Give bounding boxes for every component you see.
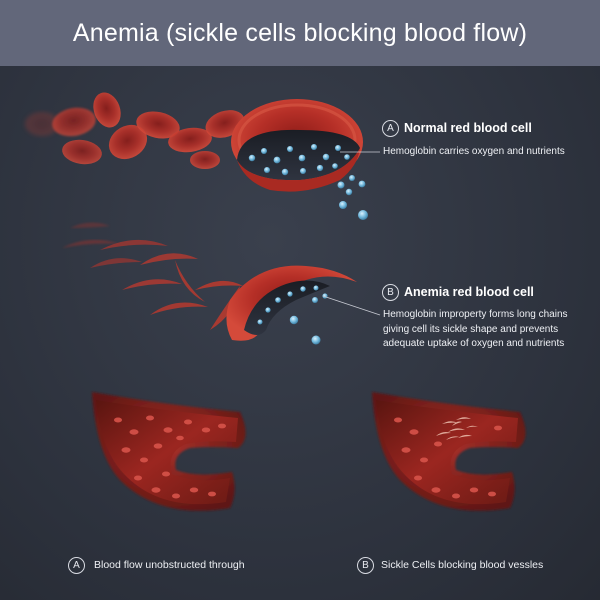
anemia-cell-heading: Anemia red blood cell: [404, 285, 534, 299]
sickle-cell-stream: [62, 222, 243, 330]
caption-badge-b: B: [357, 557, 374, 574]
caption-blocked: Sickle Cells blocking blood vessles: [381, 559, 544, 571]
caption-unobstructed: Blood flow unobstructed through: [94, 559, 245, 571]
vessel-unobstructed: [92, 392, 246, 511]
description-line: Hemoglobin improperty forms long chains: [383, 309, 568, 320]
sickle-red-blood-cell: [226, 265, 357, 345]
badge-b: B: [382, 284, 399, 301]
normal-red-blood-cell: [231, 99, 368, 220]
pointer-line-b: [322, 295, 381, 316]
vessel-blocked: [372, 392, 526, 511]
page-title: Anemia (sickle cells blocking blood flow…: [72, 18, 528, 47]
sickle-cluster: [436, 417, 478, 440]
caption-badge-a: A: [68, 557, 85, 574]
normal-cell-heading: Normal red blood cell: [404, 121, 532, 135]
description-line: adequate uptake of oxygen and nutrients: [383, 338, 565, 349]
badge-a: A: [382, 120, 399, 137]
normal-cell-description: Hemoglobin carries oxygen and nutrients: [383, 146, 565, 157]
normal-cell-stream: [25, 92, 245, 169]
description-line: giving cell its sickle shape and prevent…: [383, 323, 559, 335]
anemia-cell-description: Hemoglobin improperty forms long chains …: [383, 308, 568, 352]
title-bar: Anemia (sickle cells blocking blood flow…: [0, 0, 600, 66]
